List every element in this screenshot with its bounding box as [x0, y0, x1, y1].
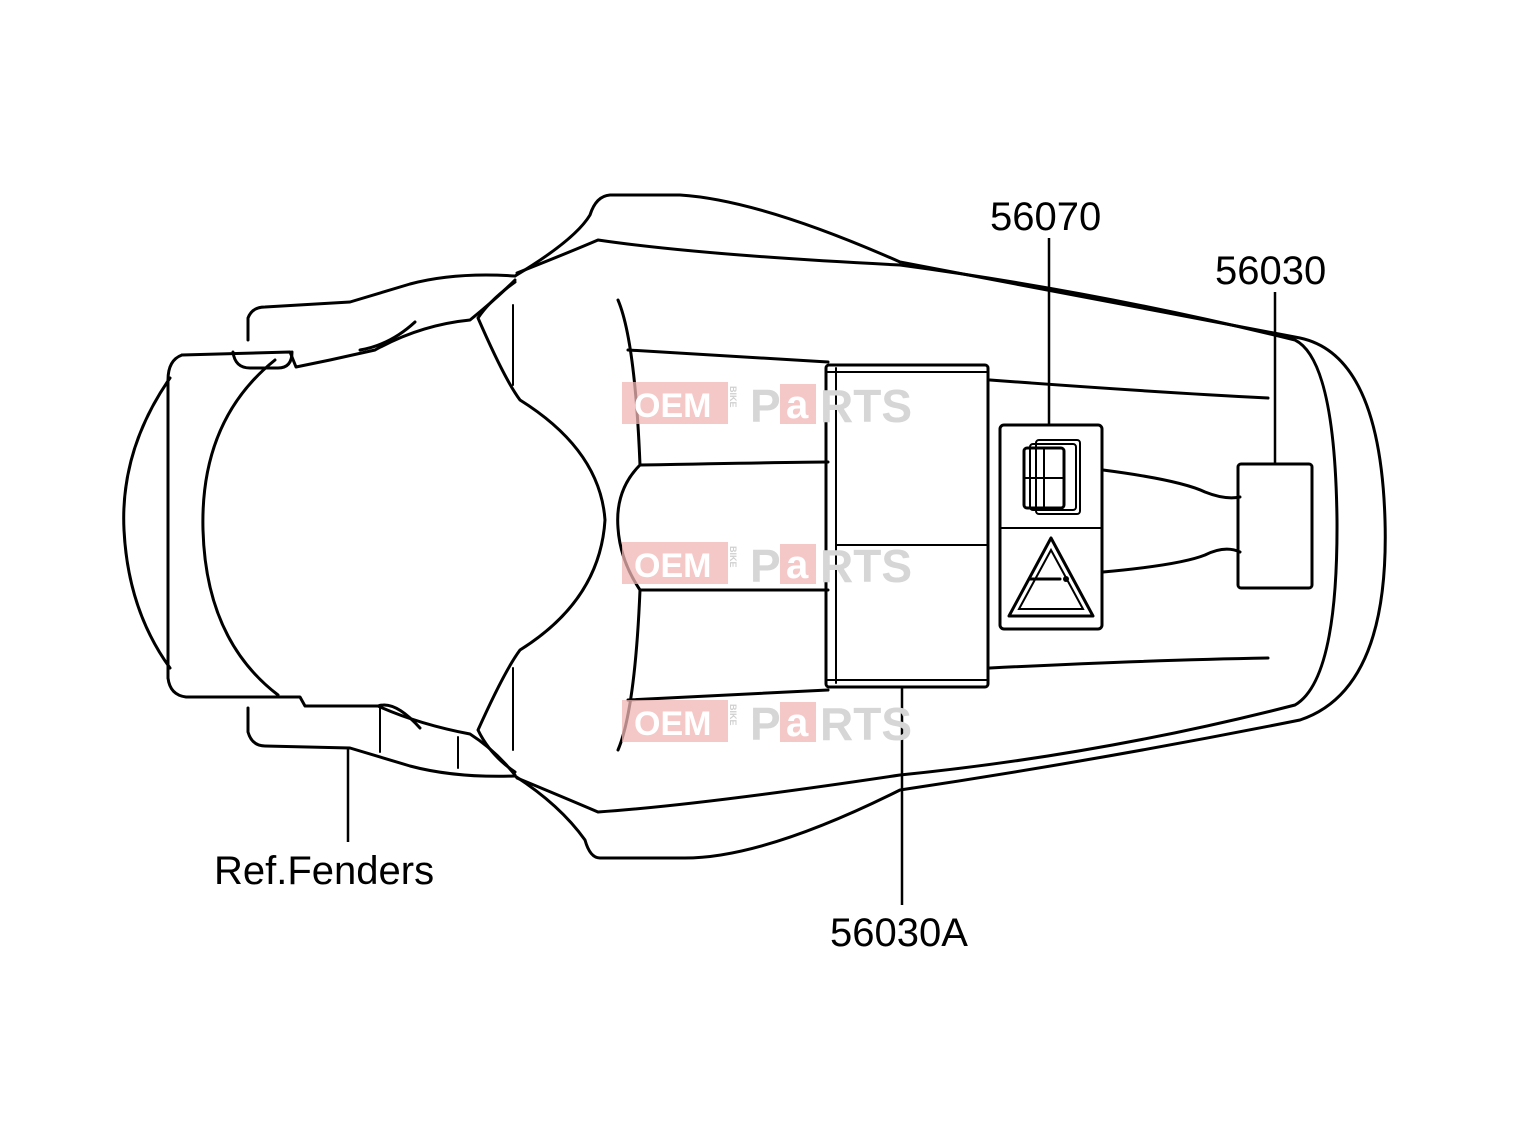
svg-text:RTS: RTS — [820, 698, 912, 750]
warning-triangle-icon — [1007, 536, 1095, 618]
svg-text:RTS: RTS — [820, 540, 912, 592]
svg-text:P: P — [750, 698, 781, 750]
svg-text:RTS: RTS — [820, 380, 912, 432]
label-sticker-icon — [1022, 439, 1081, 515]
svg-text:a: a — [786, 383, 809, 427]
svg-text:OEM: OEM — [634, 547, 711, 585]
label-56030a — [824, 363, 990, 689]
callout-56030a: 56030A — [830, 911, 968, 955]
watermark-1: OEM BIKE P a RTS — [622, 380, 912, 432]
seat-body — [476, 193, 1387, 860]
svg-text:a: a — [786, 701, 809, 745]
svg-text:a: a — [786, 543, 809, 587]
callout-56030: 56030 — [1215, 249, 1326, 293]
svg-text:BIKE: BIKE — [728, 704, 738, 726]
callout-56070: 56070 — [990, 195, 1101, 239]
svg-text:OEM: OEM — [634, 387, 711, 425]
label-56030 — [1236, 462, 1314, 590]
svg-text:BIKE: BIKE — [728, 546, 738, 568]
svg-text:P: P — [750, 540, 781, 592]
svg-text:BIKE: BIKE — [728, 386, 738, 408]
rear-fender — [122, 273, 517, 778]
watermark-2: OEM BIKE P a RTS — [622, 540, 912, 592]
label-56070 — [998, 423, 1104, 631]
svg-text:OEM: OEM — [634, 705, 711, 743]
watermark-3: OEM BIKE P a RTS — [622, 698, 912, 750]
callout-ref-fenders: Ref.Fenders — [214, 849, 434, 893]
svg-text:P: P — [750, 380, 781, 432]
